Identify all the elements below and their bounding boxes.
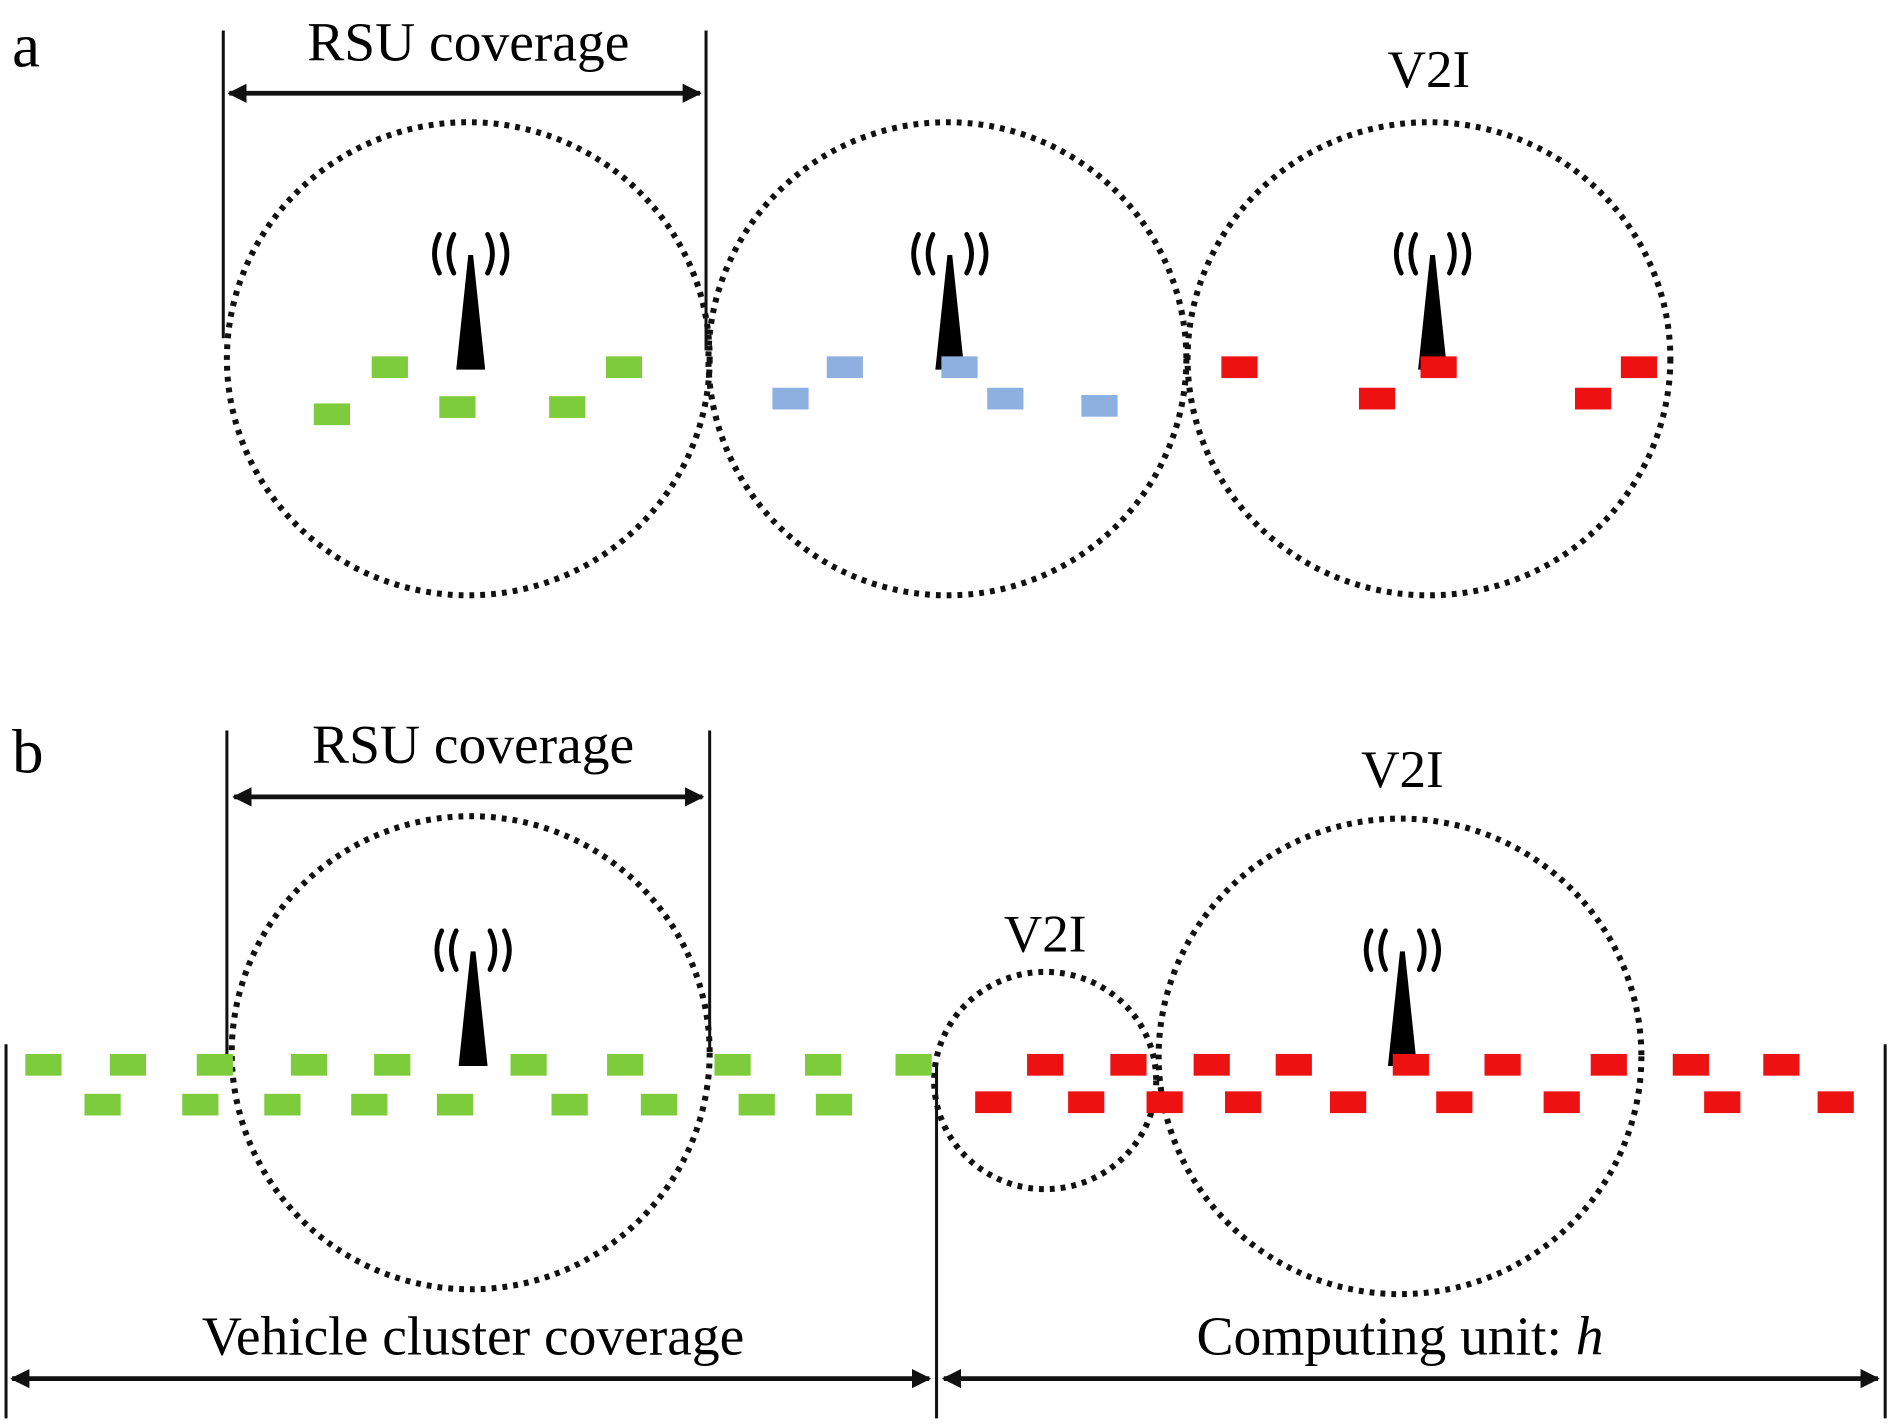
antenna-icon bbox=[434, 928, 512, 1067]
vehicle bbox=[1620, 356, 1658, 379]
panel-a-label: a bbox=[12, 11, 40, 81]
vehicle bbox=[607, 1053, 644, 1076]
v2i-label-a: V2I bbox=[1388, 41, 1471, 99]
rsu-range-3 bbox=[1184, 119, 1674, 599]
vehicle bbox=[264, 1093, 301, 1116]
rsu-coverage-label-a: RSU coverage bbox=[307, 13, 629, 74]
vehicle bbox=[895, 1053, 932, 1076]
vehicle bbox=[1110, 1053, 1147, 1076]
vehicle bbox=[1358, 387, 1396, 410]
vehicle bbox=[1330, 1091, 1367, 1114]
vehicle bbox=[605, 356, 643, 379]
antenna-icon bbox=[1393, 232, 1472, 370]
v2i-range-small bbox=[931, 968, 1160, 1193]
vehicle bbox=[549, 396, 586, 418]
vehicle bbox=[1543, 1091, 1580, 1114]
antenna-icon bbox=[432, 232, 510, 370]
vehicle bbox=[1221, 356, 1258, 379]
rsu-range-1 bbox=[223, 119, 713, 599]
vehicle bbox=[714, 1053, 751, 1076]
rsu-range-b-right bbox=[1155, 815, 1645, 1298]
vehicle bbox=[1436, 1091, 1473, 1114]
vehicle bbox=[196, 1053, 233, 1076]
vehicle bbox=[1275, 1053, 1312, 1076]
vehicle bbox=[1575, 387, 1612, 410]
vehicle bbox=[772, 387, 809, 410]
vehicle bbox=[738, 1093, 775, 1116]
antenna-icon bbox=[911, 232, 989, 370]
vehicle bbox=[815, 1093, 853, 1116]
computing-unit-label: Computing unit: h bbox=[1196, 1306, 1603, 1367]
panel-a: a RSU coverage V2I bbox=[12, 11, 1674, 599]
vehicle bbox=[1590, 1053, 1627, 1076]
vehicle bbox=[25, 1053, 62, 1076]
vehicle bbox=[439, 396, 476, 418]
vehicle bbox=[109, 1053, 147, 1076]
panel-b: b RSU coverage V2I V2I Vehicle cluster c… bbox=[4, 715, 1887, 1419]
vehicle bbox=[1027, 1053, 1064, 1076]
vehicle bbox=[371, 356, 408, 379]
vehicle bbox=[1672, 1053, 1709, 1076]
vehicle bbox=[640, 1093, 678, 1116]
vehicle bbox=[1763, 1053, 1800, 1076]
v2i-label-large: V2I bbox=[1361, 741, 1444, 799]
vehicle bbox=[826, 356, 863, 379]
vehicle bbox=[1081, 394, 1118, 417]
vehicle bbox=[1193, 1053, 1230, 1076]
vehicle bbox=[1817, 1091, 1854, 1114]
vehicle bbox=[805, 1053, 842, 1076]
v2i-label-small: V2I bbox=[1004, 905, 1087, 963]
vehicle bbox=[1704, 1091, 1741, 1114]
vehicle bbox=[436, 1093, 474, 1116]
vehicle bbox=[551, 1093, 588, 1116]
antenna-icon bbox=[1363, 928, 1442, 1067]
vehicle bbox=[84, 1093, 121, 1116]
vehicle bbox=[290, 1053, 328, 1076]
vehicle bbox=[987, 387, 1024, 410]
rsu-coverage-label-b: RSU coverage bbox=[312, 715, 634, 776]
vehicle bbox=[351, 1093, 388, 1116]
vehicle bbox=[941, 356, 978, 379]
vehicle bbox=[313, 403, 350, 426]
vehicle bbox=[975, 1091, 1012, 1114]
vehicle bbox=[1392, 1053, 1429, 1076]
vehicle bbox=[510, 1053, 547, 1076]
vehicle bbox=[182, 1093, 219, 1116]
vehicle bbox=[1484, 1053, 1521, 1076]
panel-b-label: b bbox=[12, 717, 43, 787]
vehicle bbox=[1420, 356, 1457, 379]
vehicle bbox=[1068, 1091, 1105, 1114]
vehicle bbox=[1225, 1091, 1262, 1114]
vehicle-cluster-coverage-label: Vehicle cluster coverage bbox=[202, 1306, 744, 1367]
vehicle bbox=[1146, 1091, 1183, 1114]
vehicle bbox=[374, 1053, 411, 1076]
